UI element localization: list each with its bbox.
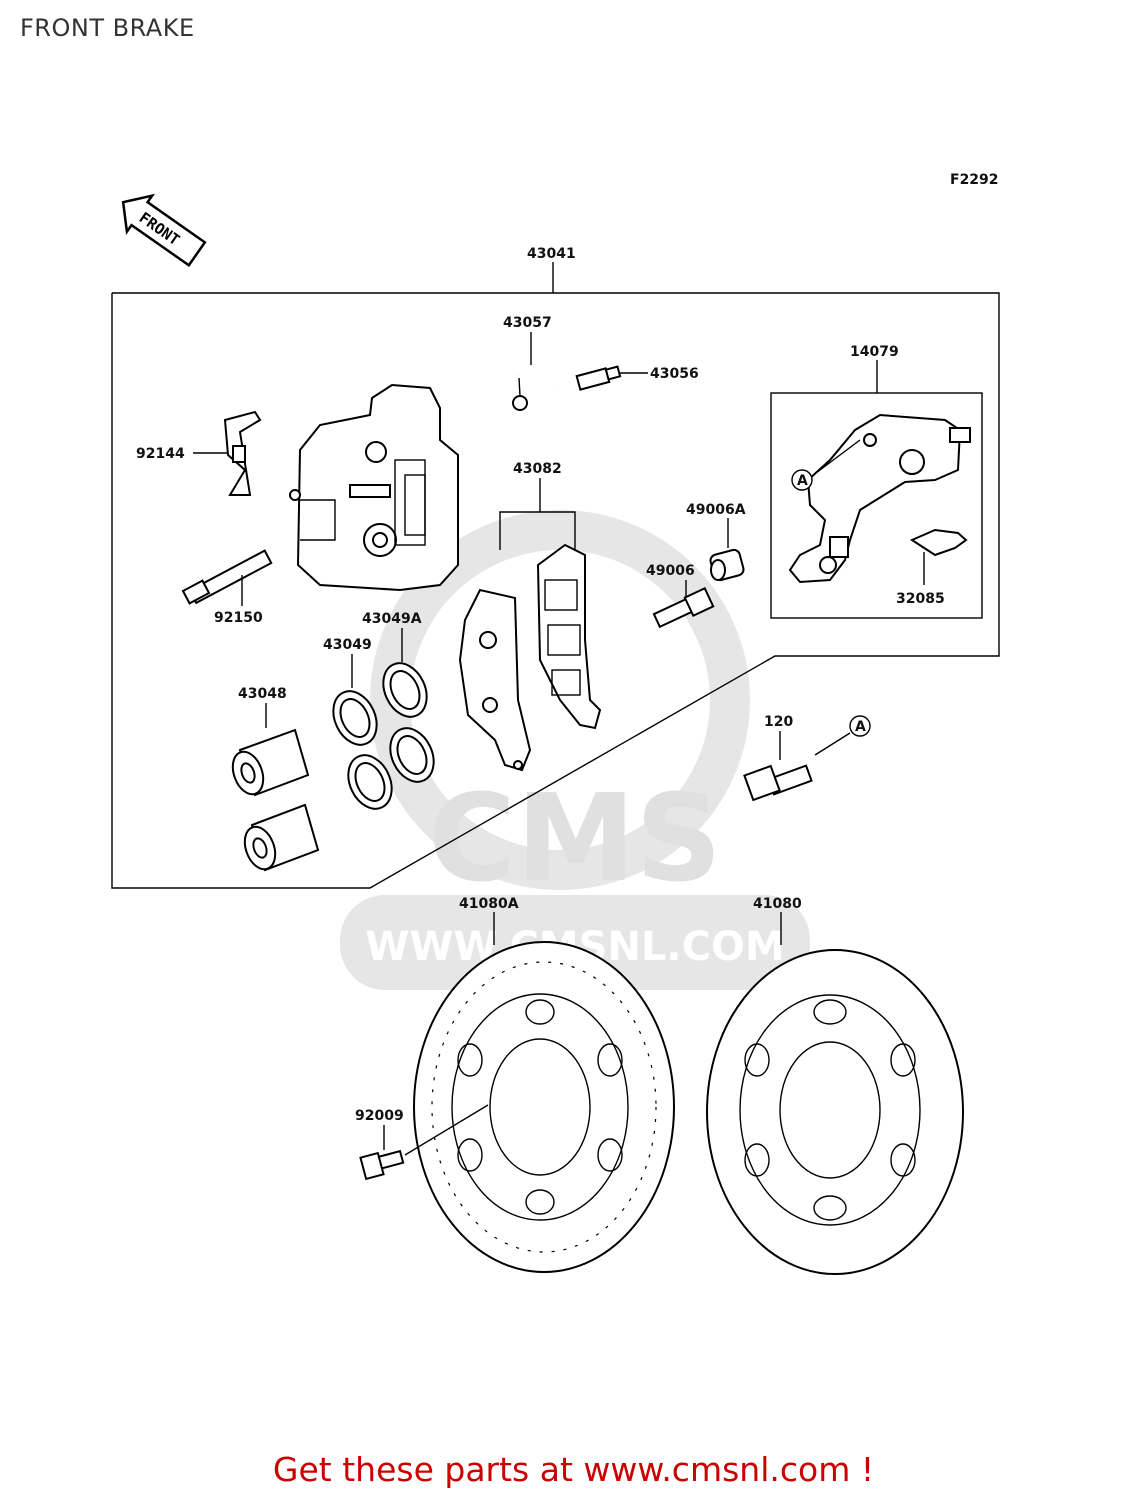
part-43049A-icon xyxy=(382,662,435,783)
ref-a-circle-bolt xyxy=(849,715,871,737)
callout-43082: 43082 xyxy=(513,461,562,477)
callout-43056: 43056 xyxy=(650,366,699,382)
callout-43049: 43049 xyxy=(323,637,372,653)
page-title: FRONT BRAKE xyxy=(20,14,195,42)
callout-120: 120 xyxy=(764,714,793,730)
part-49006A-icon xyxy=(709,548,745,582)
ref-a-label-bolt: A xyxy=(855,719,866,735)
callout-14079: 14079 xyxy=(850,344,899,360)
part-120-icon xyxy=(743,764,813,802)
caliper-bracket-icon xyxy=(788,413,971,584)
ref-a-circle-bracket xyxy=(791,469,813,491)
part-92144-icon xyxy=(223,410,262,496)
callout-43057: 43057 xyxy=(503,315,552,331)
callout-49006A: 49006A xyxy=(686,502,746,518)
part-43057-icon xyxy=(512,365,557,411)
callout-41080: 41080 xyxy=(753,896,802,912)
part-92150-icon xyxy=(181,549,273,605)
callout-43041: 43041 xyxy=(527,246,576,262)
callout-41080A: 41080A xyxy=(459,896,519,912)
figure-code: F2292 xyxy=(950,172,999,188)
brake-disc-41080A-icon xyxy=(413,941,675,1273)
brake-pad-left-icon xyxy=(458,588,532,772)
callout-92144: 92144 xyxy=(136,446,185,462)
brake-pad-right-icon xyxy=(536,543,602,730)
watermark-banner xyxy=(340,895,810,990)
callout-32085: 32085 xyxy=(896,591,945,607)
leader-43082 xyxy=(499,511,576,550)
brake-disc-41080-icon xyxy=(706,949,964,1275)
part-92009-icon xyxy=(359,1149,405,1181)
part-43049-icon xyxy=(332,690,393,810)
ref-a-label-bracket: A xyxy=(797,473,808,489)
callout-92150: 92150 xyxy=(214,610,263,626)
part-43056-icon xyxy=(575,365,622,391)
callout-43049A: 43049A xyxy=(362,611,422,627)
caliper-assembly-frame xyxy=(111,292,1000,889)
front-arrow-icon: FRONT xyxy=(121,193,207,268)
caliper-body-icon xyxy=(289,383,459,592)
callout-92009: 92009 xyxy=(355,1108,404,1124)
part-49006-icon xyxy=(652,586,715,629)
part-32085-icon xyxy=(909,528,968,557)
part-43048-icon xyxy=(231,728,320,872)
cta-link[interactable]: Get these parts at www.cmsnl.com ! xyxy=(272,1450,875,1489)
callout-49006: 49006 xyxy=(646,563,695,579)
watermark-brand: CMS xyxy=(428,770,722,909)
callout-43048: 43048 xyxy=(238,686,287,702)
